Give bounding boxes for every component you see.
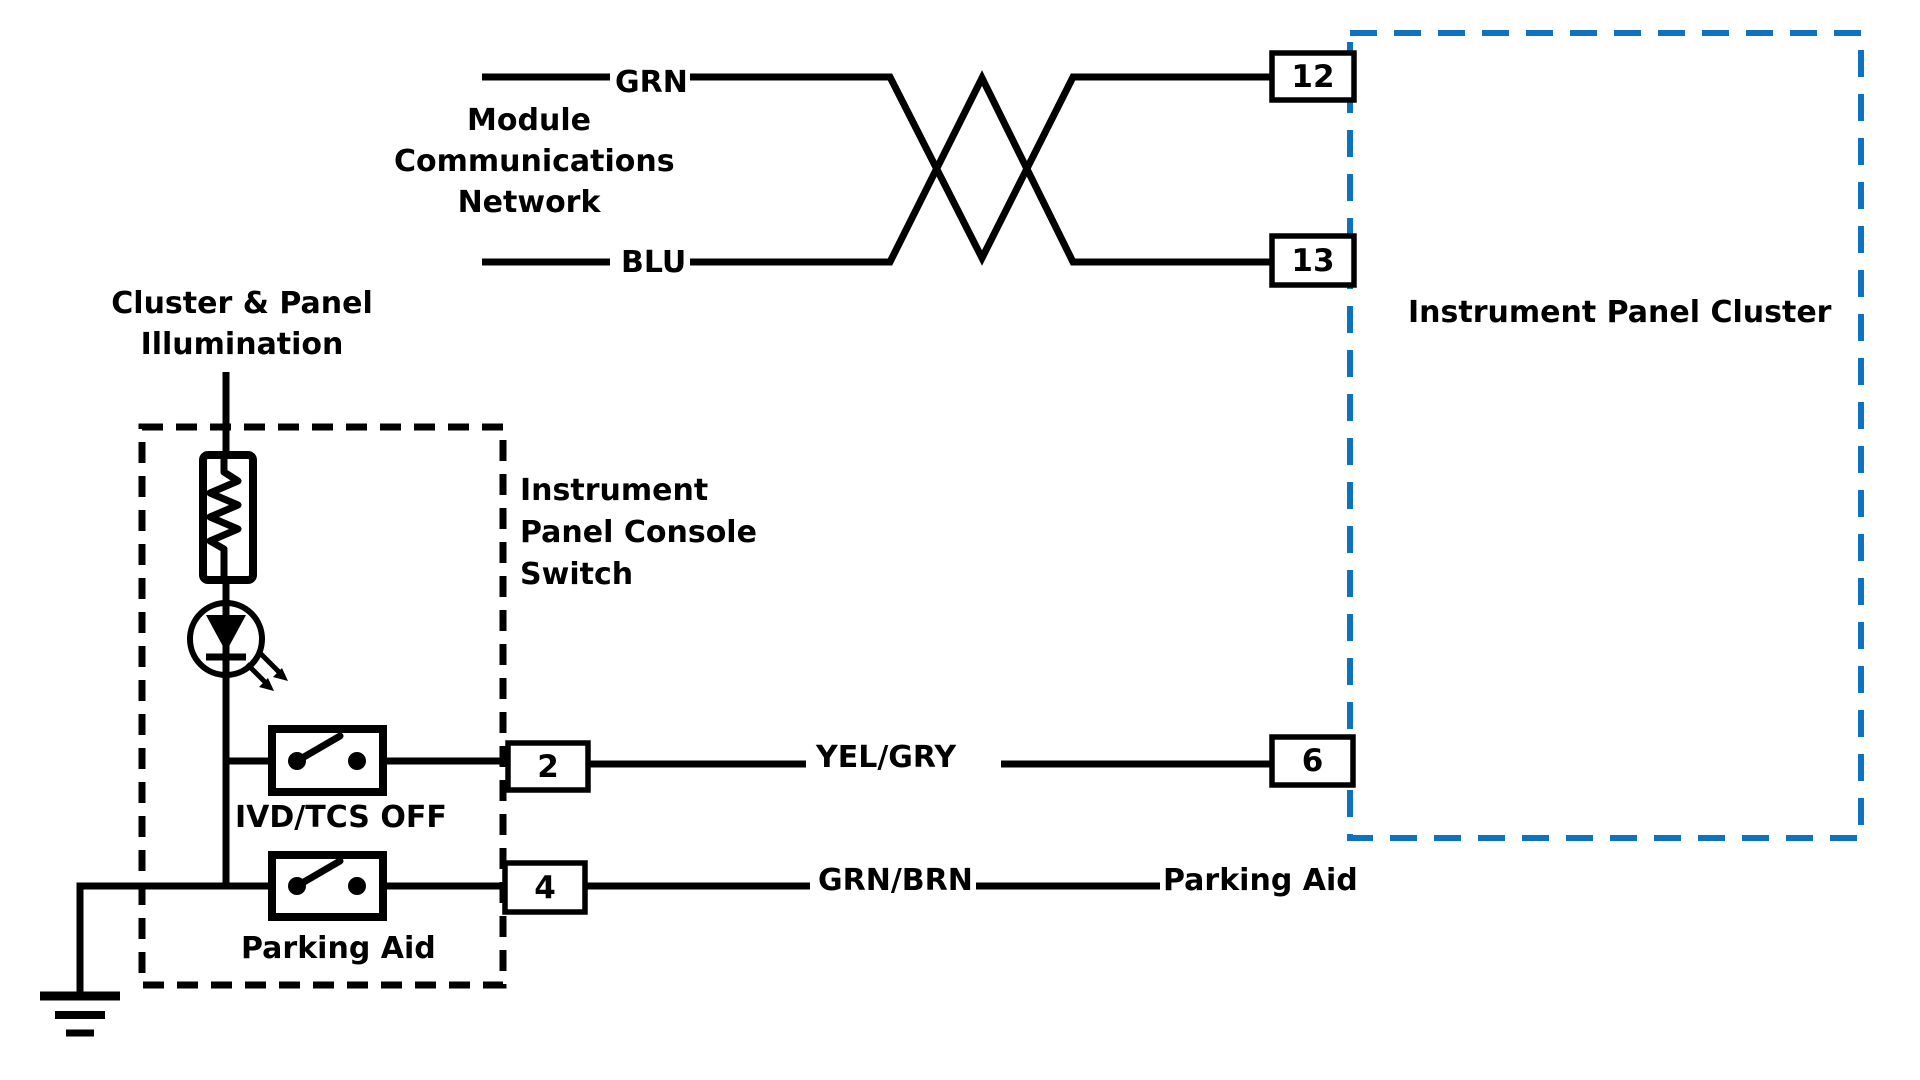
pin-box-4 — [502, 860, 588, 915]
pin-box-6 — [1269, 734, 1356, 788]
wire-label-yelgry: YEL/GRY — [816, 740, 957, 775]
cluster-panel-illumination-label: Cluster & Panel Illumination — [111, 286, 373, 362]
resistor-icon — [199, 451, 257, 584]
pin-box-13 — [1269, 233, 1357, 288]
wire-ground-run — [76, 882, 272, 993]
wire-label-grnbrn: GRN/BRN — [818, 863, 973, 898]
ground-icon — [40, 991, 120, 1037]
pin-label-6: 6 — [1301, 743, 1324, 779]
pin-label-4: 4 — [534, 869, 556, 906]
wire-grn-cross — [690, 73, 1272, 266]
wire-label-grn: GRN — [615, 65, 688, 100]
console-switch-box — [138, 423, 507, 989]
twisted-pair-crossover — [482, 70, 1272, 266]
illumination-wires — [76, 372, 1272, 993]
cluster-title: Instrument Panel Cluster — [1408, 295, 1832, 330]
led-emission-arrows — [245, 652, 288, 691]
led-icon — [187, 600, 288, 691]
pin-box-2 — [505, 740, 591, 793]
switch2-label: Parking Aid — [241, 931, 436, 966]
pin-boxes — [502, 50, 1357, 915]
pin-label-2: 2 — [537, 748, 559, 785]
parking-aid-switch-icon — [268, 851, 387, 921]
pin-label-13: 13 — [1291, 242, 1335, 279]
console-switch-title: Instrument Panel Console Switch — [520, 473, 757, 592]
pin-label-12: 12 — [1291, 58, 1335, 95]
switch1-label: IVD/TCS OFF — [235, 800, 447, 835]
pin-box-12 — [1269, 50, 1357, 103]
module-communications-network-label: Module Communications Network — [394, 103, 675, 220]
parking-aid-destination-label: Parking Aid — [1163, 863, 1358, 898]
instrument-panel-cluster-box — [1347, 30, 1864, 841]
wire-label-blu: BLU — [621, 245, 687, 280]
wire-blu-cross — [690, 70, 1272, 266]
ivd-tcs-switch-icon — [268, 725, 387, 796]
